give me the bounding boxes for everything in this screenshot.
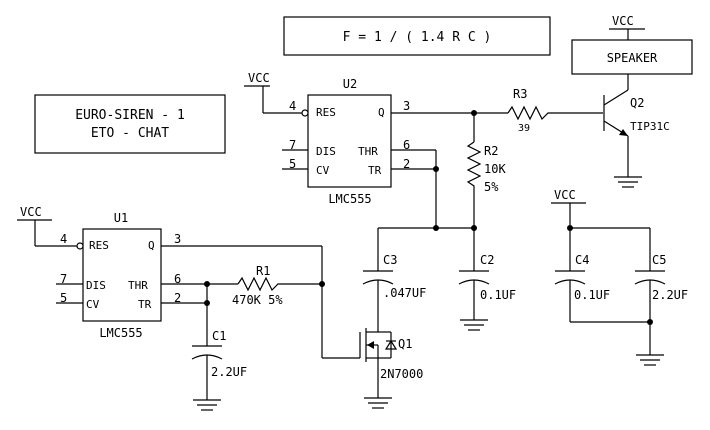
- u2-ref: U2: [343, 77, 357, 91]
- c5-ref: C5: [652, 253, 666, 267]
- r3-ref: R3: [513, 87, 527, 101]
- decoupling-caps: C4 0.1UF C5 2.2UF: [554, 225, 688, 366]
- c1-value: 2.2UF: [211, 365, 247, 379]
- r2-value: 10K: [484, 162, 506, 176]
- title-block: EURO-SIREN - 1 ETO - CHAT: [34, 94, 226, 154]
- u2-pin-thr: THR: [358, 145, 378, 158]
- u2-pin-cv: CV: [316, 164, 330, 177]
- u1-part: LMC555: [99, 326, 142, 340]
- r1-value: 470K 5%: [232, 293, 283, 307]
- u1-num-tr: 2: [174, 291, 181, 305]
- junction-dot: [433, 166, 439, 172]
- q2-part: TIP31C: [630, 120, 670, 133]
- u2-pin-q: Q: [378, 106, 385, 119]
- u1-pin-thr: THR: [128, 279, 148, 292]
- c2-value: 0.1UF: [480, 288, 516, 302]
- u2-pin-dis: DIS: [316, 145, 336, 158]
- r2-ref: R2: [484, 144, 498, 158]
- u1-num-cv: 5: [60, 291, 67, 305]
- u2-pin-res: RES: [316, 106, 336, 119]
- junction-dot: [647, 319, 653, 325]
- q1-mosfet: Q1 2N7000: [359, 326, 423, 409]
- title-line-1: EURO-SIREN - 1: [75, 108, 185, 123]
- u2-num-res: 4: [289, 99, 296, 113]
- u1-pin-cv: CV: [86, 298, 100, 311]
- junction-dot: [204, 281, 210, 287]
- vcc-label-speaker: VCC: [612, 14, 634, 28]
- vcc-rails: VCC VCC VCC VCC: [17, 14, 645, 247]
- c3-value: .047UF: [383, 286, 426, 300]
- vcc-label-u2: VCC: [248, 71, 270, 85]
- u2-part: LMC555: [328, 192, 371, 206]
- rc-network-lower: R1 470K 5% C1 2.2UF: [161, 264, 322, 411]
- u1-pin-tr: TR: [138, 298, 152, 311]
- r3-value: 39: [518, 123, 530, 134]
- r2-tolerance: 5%: [484, 180, 499, 194]
- speaker: SPEAKER: [571, 39, 693, 75]
- q2-emitter-arrow: [619, 129, 628, 136]
- junction-dot: [471, 225, 477, 231]
- u2-num-tr: 2: [403, 157, 410, 171]
- u1-num-res: 4: [60, 232, 67, 246]
- vcc-label-u1: VCC: [20, 205, 42, 219]
- u2-output-network: R3 39 Q2 TIP31C: [391, 74, 670, 188]
- formula-text: F = 1 / ( 1.4 R C ): [343, 30, 492, 45]
- c4-value: 0.1UF: [574, 288, 610, 302]
- u2-res-inverter-bubble: [301, 109, 309, 117]
- u1-pin-dis: DIS: [86, 279, 106, 292]
- q2-ref: Q2: [630, 96, 644, 110]
- u2-timer: U2 RES Q DIS CV THR TR LMC555 4 3 7 5 6 …: [282, 77, 410, 206]
- junction-dot: [433, 225, 439, 231]
- c3-ref: C3: [383, 253, 397, 267]
- formula-block: F = 1 / ( 1.4 R C ): [283, 16, 551, 56]
- u2-num-cv: 5: [289, 157, 296, 171]
- u2-num-thr: 6: [403, 138, 410, 152]
- title-line-2: ETO - CHAT: [91, 126, 169, 141]
- q1-part: 2N7000: [380, 367, 423, 381]
- rc-network-upper: R2 10K 5% C2 0.1UF C3 .047UF: [362, 113, 516, 331]
- c2-ref: C2: [480, 253, 494, 267]
- u1-timer: U1 RES Q DIS CV THR TR LMC555 4 3 7 5 6 …: [56, 211, 181, 340]
- u2-num-q: 3: [403, 99, 410, 113]
- c1-ref: C1: [212, 329, 226, 343]
- u1-num-dis: 7: [60, 272, 67, 286]
- u2-pin-tr: TR: [368, 164, 382, 177]
- u1-pin-res: RES: [89, 239, 109, 252]
- speaker-label: SPEAKER: [607, 51, 658, 65]
- u1-num-q: 3: [174, 232, 181, 246]
- c5-value: 2.2UF: [652, 288, 688, 302]
- vcc-label-caps: VCC: [554, 188, 576, 202]
- q1-channel-arrow: [367, 341, 374, 349]
- junction-dot: [204, 300, 210, 306]
- r1-ref: R1: [256, 264, 270, 278]
- q1-ref: Q1: [398, 337, 412, 351]
- u1-ref: U1: [114, 211, 128, 225]
- u2-num-dis: 7: [289, 138, 296, 152]
- u1-pin-q: Q: [148, 239, 155, 252]
- u1-res-inverter-bubble: [76, 242, 84, 250]
- u1-num-thr: 6: [174, 272, 181, 286]
- c4-ref: C4: [575, 253, 589, 267]
